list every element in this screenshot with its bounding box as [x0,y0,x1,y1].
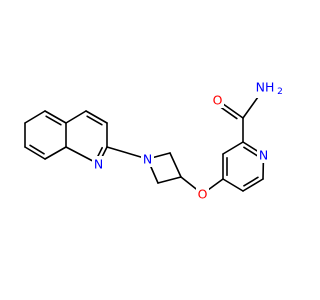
bond-q2-q3-inner [29,144,45,155]
atom-n-pyridine: N [257,147,270,163]
bond-q6-q1 [24,110,46,124]
atom-label-nh2-subscript: 2 [277,87,283,97]
bond-q9-aN [106,146,149,160]
atom-o-carbonyl: O [211,92,224,108]
bond-q7-q8-inner [86,115,103,126]
atom-label-n-pyridine: N [259,148,268,163]
atom-label-o-carbonyl: O [213,93,223,108]
bond-p2-p3 [222,141,244,155]
atom-n-azetidine: N [141,151,154,167]
bond-aC1-aC2 [157,176,182,184]
bond-aC2-aC3 [169,152,182,178]
bond-q2-q3 [24,146,46,160]
atom-n-quinoline: N [92,156,105,172]
bond-q5-q7 [65,110,87,124]
bond-q3-q4 [44,146,67,160]
bond-q5-q6-inner [45,115,62,126]
bond-cC-oC-inner [218,105,238,120]
atom-label-n-quinoline: N [94,157,103,172]
bond-layer [24,89,265,195]
atom-label-n-azetidine: N [143,152,152,167]
bond-p3-pN-inner [243,146,260,158]
atom-label-layer: N N O N O NH 2 [92,80,286,202]
bond-q7-q8 [85,110,108,124]
bond-q5-q6 [44,110,67,124]
molecule-diagram: N N O N O NH 2 [24,79,286,202]
atom-label-o-ether: O [198,187,208,202]
bond-p5-p6-inner [243,176,259,187]
atom-label-nh2: NH [256,80,275,95]
atom-o-ether: O [196,186,209,202]
bond-p6-p1 [222,178,244,192]
atom-nh2: NH 2 [256,80,286,98]
bond-p5-p6 [242,178,264,192]
